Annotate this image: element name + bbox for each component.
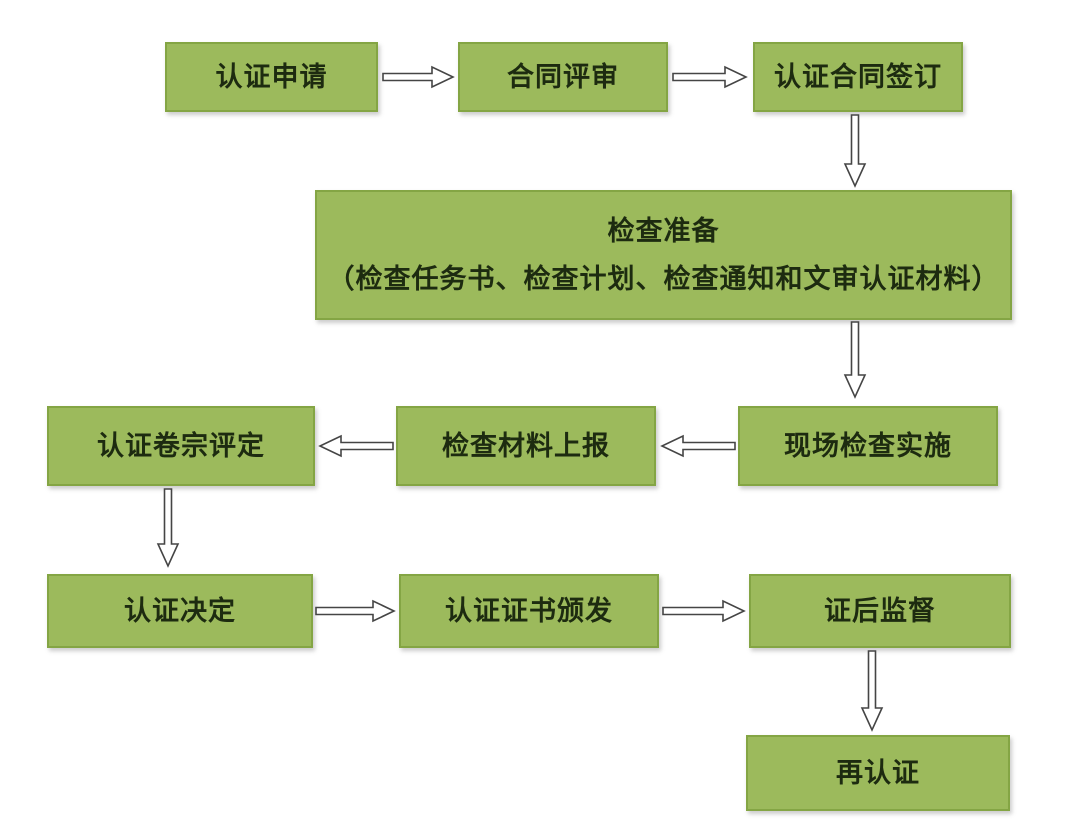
arrow-left-report-to-dossier-icon [318, 434, 394, 458]
node-label: 证后监督 [824, 595, 936, 626]
node-certification-decision: 认证决定 [47, 574, 313, 648]
node-inspection-preparation: 检查准备 （检查任务书、检查计划、检查通知和文审认证材料） [315, 190, 1012, 320]
node-certification-application: 认证申请 [165, 42, 378, 112]
node-label: 再认证 [836, 757, 920, 788]
arrow-down-contract-sign-to-prep-icon [843, 114, 867, 188]
node-label: 检查材料上报 [442, 430, 610, 461]
node-material-submission: 检查材料上报 [396, 406, 656, 486]
arrow-right-issue-to-supervision-icon [662, 599, 746, 623]
arrow-left-onsite-to-report-icon [660, 434, 736, 458]
node-label: 认证证书颁发 [445, 595, 613, 626]
arrow-right-decision-to-issue-icon [315, 599, 396, 623]
prep-title: 检查准备 [607, 216, 720, 247]
prep-detail: （检查任务书、检查计划、检查通知和文审认证材料） [327, 263, 1000, 294]
node-label: 现场检查实施 [784, 430, 952, 461]
node-label: 合同评审 [507, 61, 619, 92]
node-contract-signing: 认证合同签订 [753, 42, 963, 112]
node-label: 认证合同签订 [774, 61, 942, 92]
node-label: 认证申请 [215, 61, 328, 92]
node-onsite-inspection: 现场检查实施 [738, 406, 998, 486]
arrow-down-dossier-to-decision-icon [156, 488, 180, 568]
node-certificate-issuance: 认证证书颁发 [399, 574, 659, 648]
node-label: 认证决定 [124, 595, 236, 626]
node-contract-review: 合同评审 [458, 42, 668, 112]
node-post-cert-supervision: 证后监督 [749, 574, 1011, 648]
node-recertification: 再认证 [746, 735, 1010, 811]
arrow-down-prep-to-onsite-icon [843, 321, 867, 399]
node-dossier-evaluation: 认证卷宗评定 [47, 406, 315, 486]
arrow-right-apply-to-contract-review-icon [382, 65, 455, 89]
arrow-down-supervision-to-recert-icon [860, 650, 884, 732]
arrow-right-contract-review-to-contract-sign-icon [672, 65, 748, 89]
node-label: 认证卷宗评定 [97, 430, 265, 461]
